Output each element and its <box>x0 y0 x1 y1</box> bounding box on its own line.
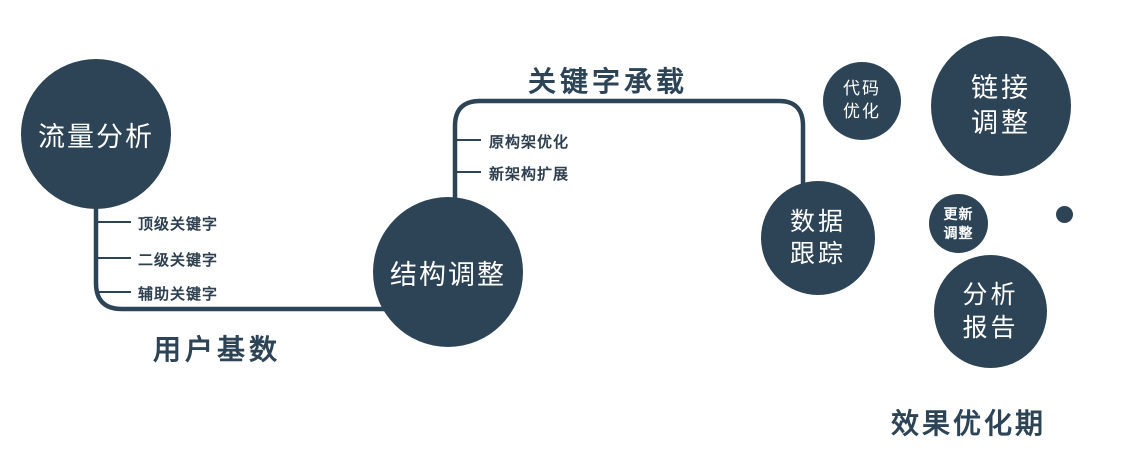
node-traffic-analysis: 流量分析 <box>21 59 171 209</box>
node-data-tracking: 数据 跟踪 <box>761 181 875 295</box>
node-traffic-analysis-label: 流量分析 <box>38 121 154 152</box>
node-code-optimization-line2: 优化 <box>843 102 881 121</box>
small-dot-marker <box>1056 206 1073 223</box>
node-data-tracking-line1: 数据 <box>789 207 846 236</box>
node-link-adjustment-line2: 调整 <box>971 108 1031 138</box>
node-update-adjustment-line1: 更新 <box>943 206 974 223</box>
node-link-adjustment-line1: 链接 <box>971 72 1031 103</box>
node-link-adjustment: 链接 调整 <box>931 36 1071 176</box>
connector-traffic-to-structure <box>93 200 398 312</box>
node-structure-adjustment: 结构调整 <box>373 197 523 347</box>
edge-label-keyword-carrying: 关键字承载 <box>528 66 689 97</box>
node-update-adjustment: 更新 调整 <box>929 194 988 253</box>
node-code-optimization-line1: 代码 <box>843 79 881 99</box>
node-analysis-report-line1: 分析 <box>962 281 1019 309</box>
connector-structure-to-tracking <box>452 98 806 203</box>
branch-label-second-keyword: 二级关键字 <box>138 252 219 269</box>
node-data-tracking-line2: 跟踪 <box>789 240 846 268</box>
caption-effect-optimization-period: 效果优化期 <box>891 408 1047 439</box>
branch-label-top-keyword: 顶级关键字 <box>138 216 219 233</box>
branch-label-new-arch-expansion: 新架构扩展 <box>489 166 570 183</box>
node-update-adjustment-line2: 调整 <box>943 224 974 241</box>
node-analysis-report: 分析 报告 <box>934 255 1047 368</box>
node-analysis-report-line2: 报告 <box>962 313 1019 342</box>
branch-label-orig-arch-optimization: 原构架优化 <box>489 134 570 151</box>
branch-label-aux-keyword: 辅助关键字 <box>138 286 219 303</box>
edge-label-user-base: 用户基数 <box>153 334 282 365</box>
node-code-optimization: 代码 优化 <box>823 62 901 140</box>
node-structure-adjustment-label: 结构调整 <box>390 259 506 290</box>
